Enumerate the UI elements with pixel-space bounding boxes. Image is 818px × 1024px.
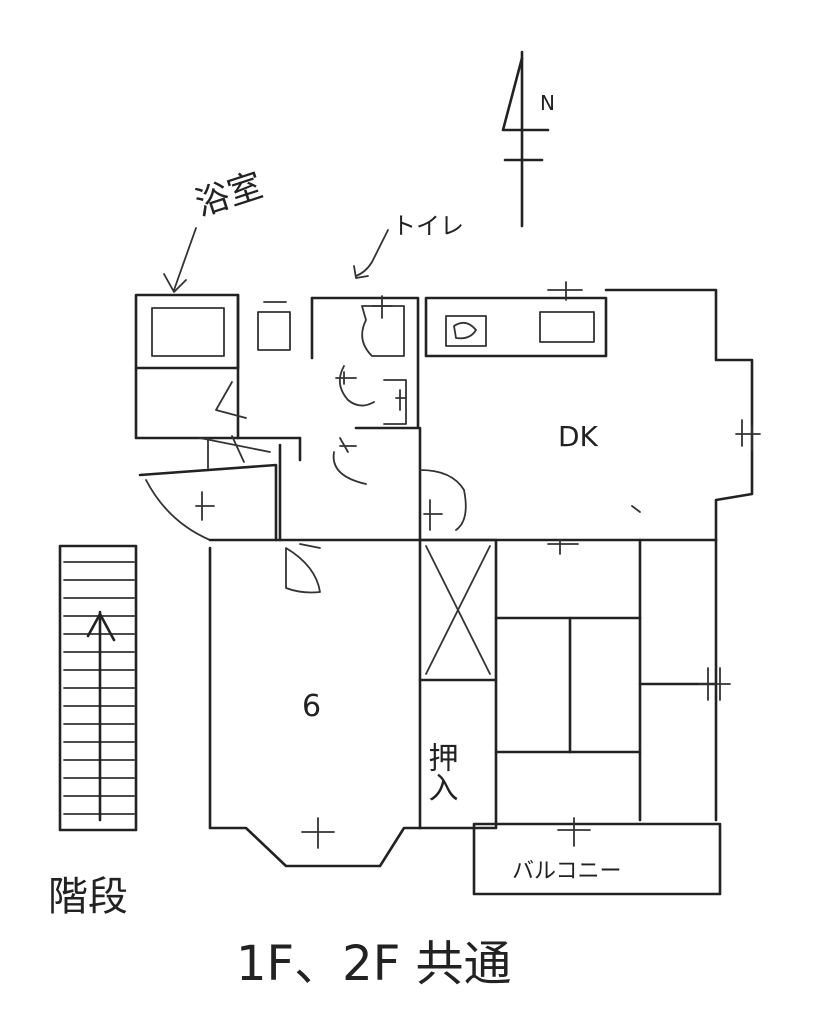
bathroom-area — [134, 293, 302, 542]
north-label: N — [540, 91, 555, 115]
bath-label: 浴室 — [190, 166, 267, 225]
toilet-label: トイレ — [392, 212, 464, 240]
footer-label: 1F、2F 共通 — [236, 936, 512, 992]
dk-label: DK — [558, 420, 599, 453]
staircase — [58, 544, 138, 832]
balcony — [472, 817, 722, 896]
north-arrow-icon — [501, 50, 550, 228]
room-size-label: 6 — [302, 689, 321, 724]
toilet-area — [257, 295, 420, 485]
closet-label: 押入 — [423, 742, 458, 802]
hallway — [278, 426, 467, 542]
annotation-arrows — [163, 227, 389, 293]
balcony-label: バルコニー — [512, 859, 622, 884]
closet — [418, 538, 498, 830]
stairs-label: 階段 — [48, 874, 128, 920]
kitchen-counter — [424, 281, 608, 358]
japanese-room — [494, 538, 731, 822]
